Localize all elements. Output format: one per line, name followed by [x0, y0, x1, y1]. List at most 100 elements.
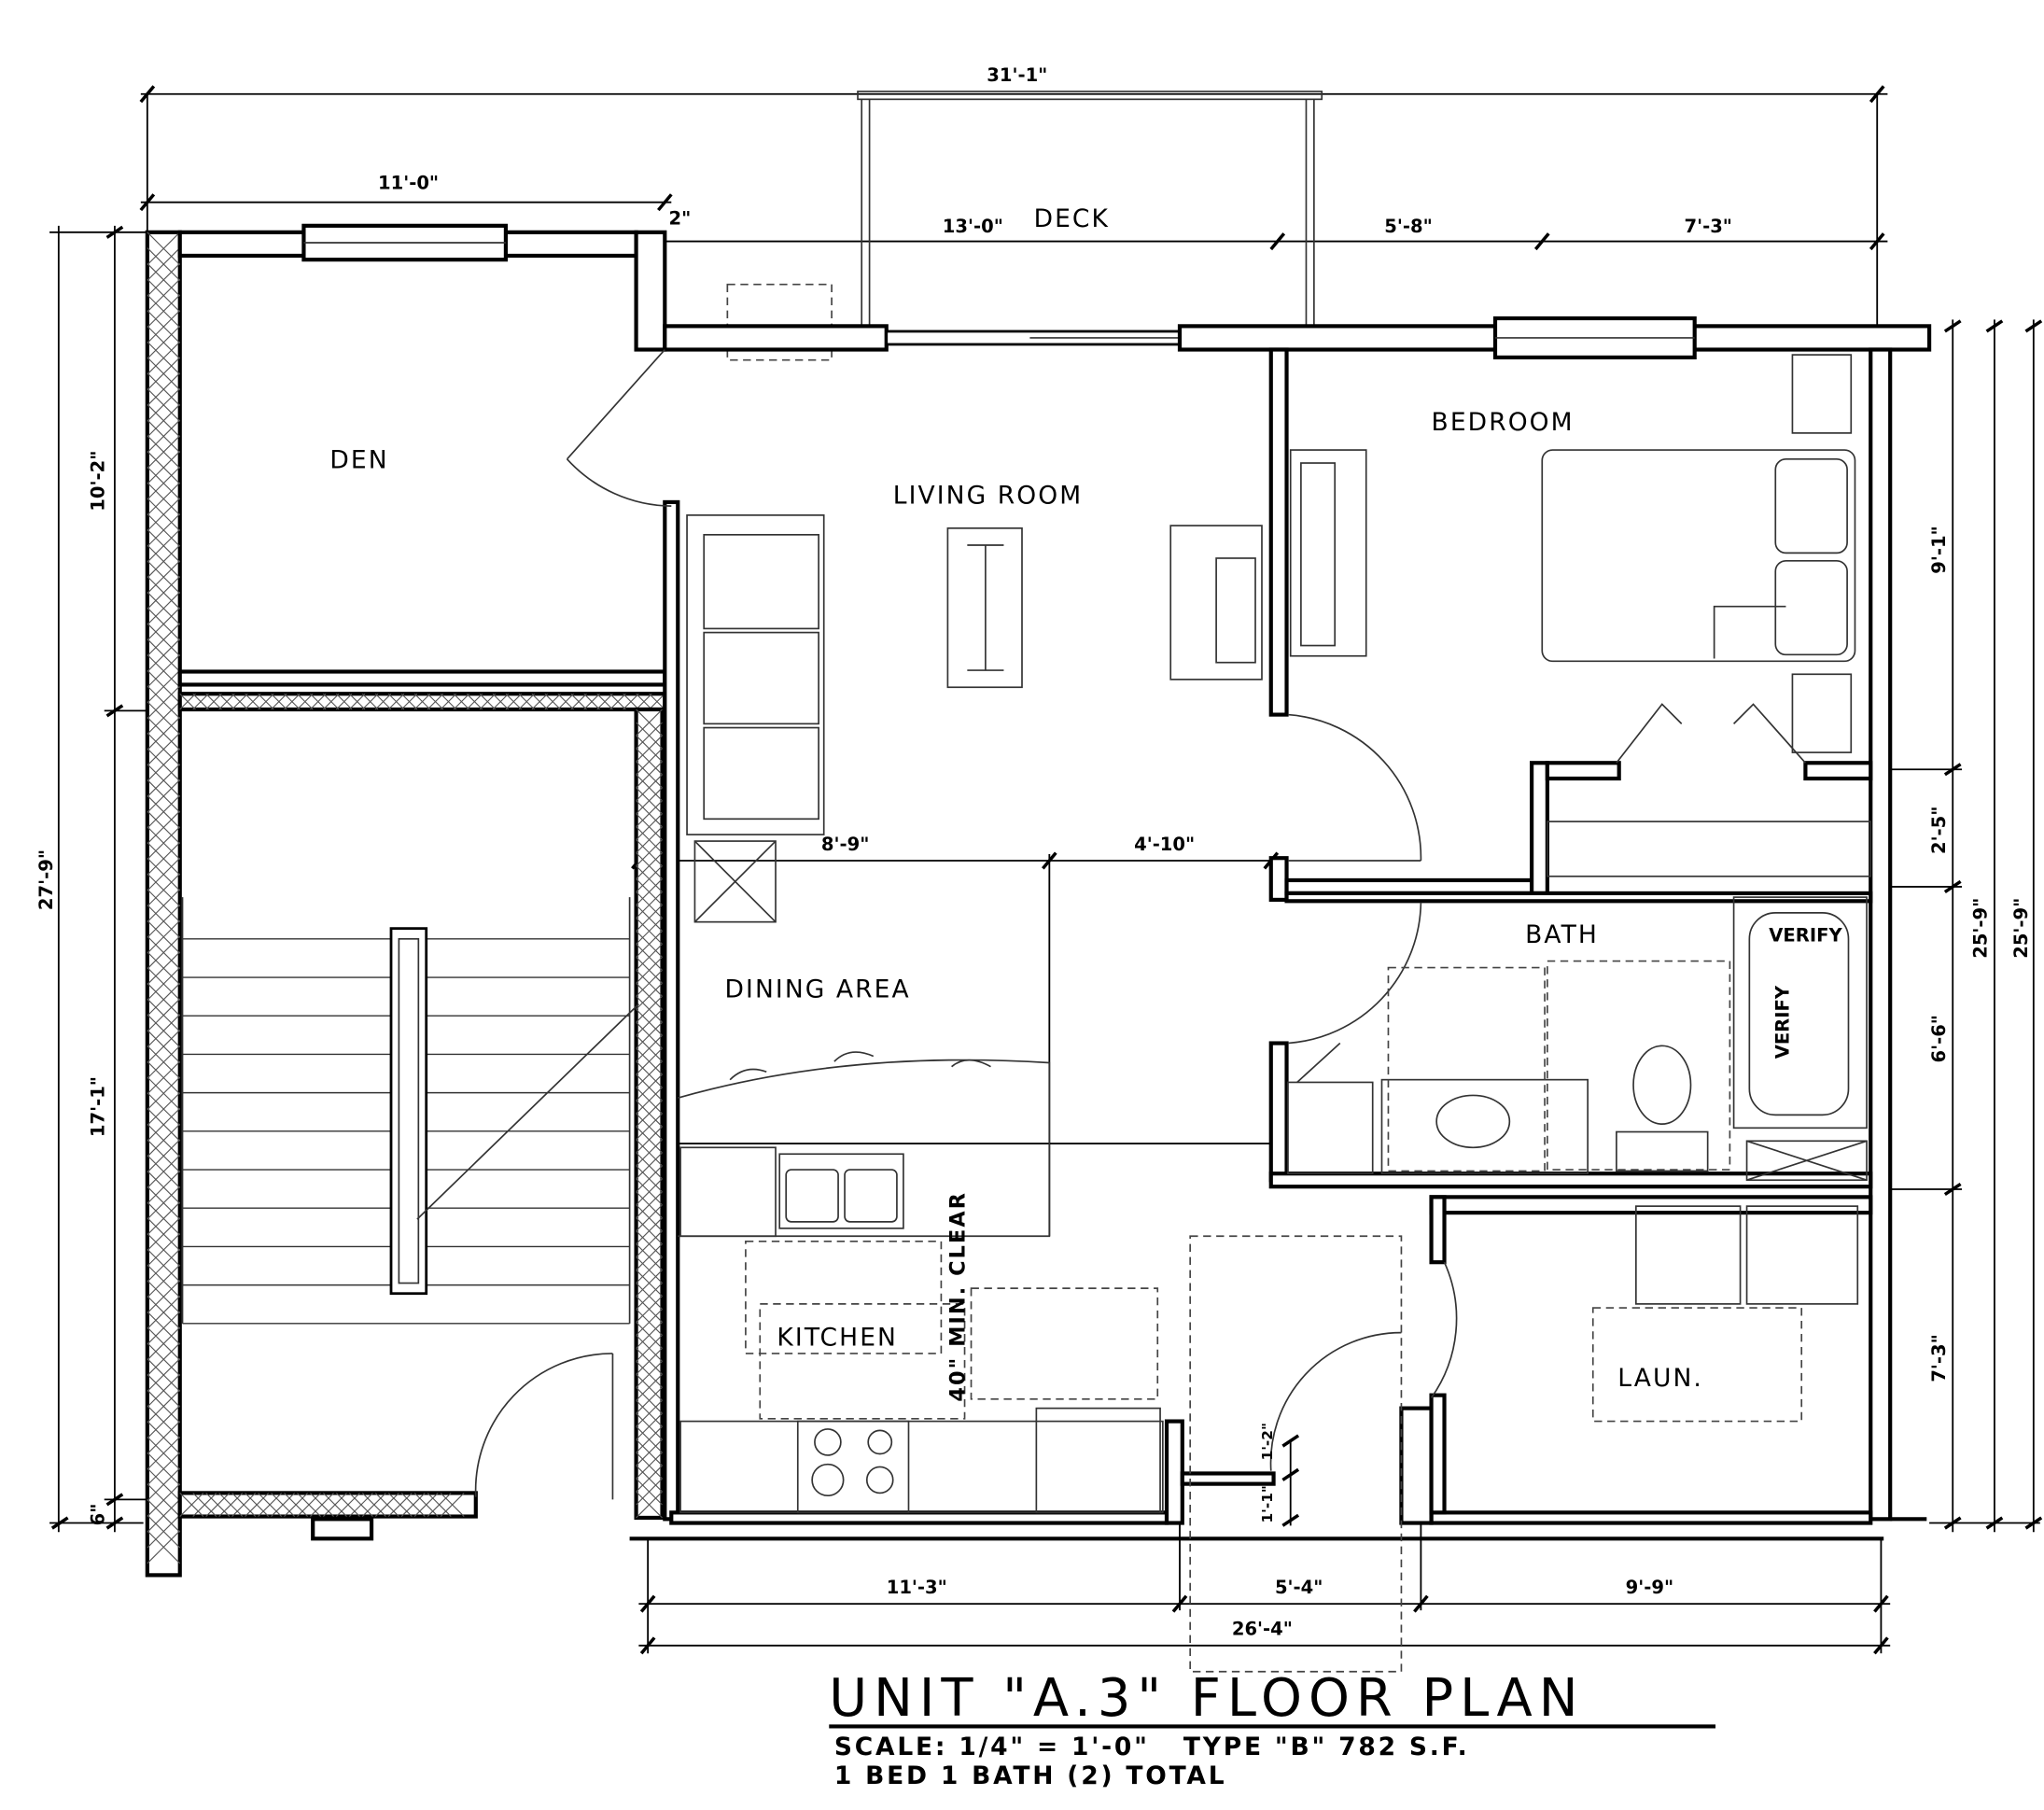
hatch-line: [147, 1264, 181, 1298]
hatch-line: [147, 826, 181, 861]
hatch-line: [544, 693, 561, 710]
dim-left-small: 6": [88, 1504, 109, 1526]
hatch-line: [636, 1478, 663, 1506]
hatch-line: [147, 810, 181, 845]
hatch-line: [147, 1045, 181, 1079]
dim-dining-width: 8'-9": [821, 834, 869, 855]
hatch-line: [322, 1493, 347, 1517]
hatched-wall: [145, 230, 182, 1578]
dim-left-overall: 27'-9": [35, 849, 57, 910]
deck: [726, 91, 1323, 361]
coffee-table: [946, 527, 1023, 689]
hatch-line: [636, 787, 663, 815]
nightstand: [1791, 354, 1853, 434]
dim-deck-to-bedroom: 5'-8": [1384, 216, 1432, 237]
hatch-line: [147, 889, 181, 923]
hatch-line: [245, 1493, 270, 1517]
hatch-line: [636, 1491, 663, 1519]
hatch-line: [147, 1139, 181, 1173]
hatch-line: [636, 1230, 663, 1257]
hatch-line: [583, 693, 600, 710]
hatch-line: [636, 1347, 663, 1375]
dimension-lines: [49, 85, 2043, 1655]
dim-deck-width: 13'-0": [943, 216, 1003, 237]
hatch-line: [147, 1342, 181, 1377]
hatch-line: [636, 1204, 663, 1232]
hatch-line: [147, 794, 181, 829]
hatch-line: [147, 591, 181, 625]
hatch-line: [231, 693, 248, 710]
hatch-line: [596, 693, 613, 710]
hatch-line: [636, 1438, 663, 1466]
hatch-line: [335, 693, 353, 710]
bar-stools: [729, 1051, 991, 1081]
hatch-line: [636, 748, 663, 776]
dim-right-laundry: 7'-3": [1928, 1334, 1950, 1382]
dim-den-width: 11'-0": [378, 173, 439, 194]
closet-shelf: [1547, 821, 1872, 877]
hatch-line: [636, 878, 663, 905]
dim-top-overall: 31'-1": [987, 64, 1047, 86]
hatch-line: [271, 1493, 296, 1517]
armchair: [1169, 525, 1263, 681]
hatch-line: [147, 1389, 181, 1424]
hatch-line: [147, 544, 181, 579]
hatch-line: [147, 748, 181, 782]
hatch-line: [147, 982, 181, 1017]
hatch-line: [147, 1326, 181, 1361]
bed: [1541, 449, 1856, 663]
hatch-line: [147, 1311, 181, 1345]
hatch-line: [636, 1113, 663, 1141]
hatch-line: [147, 294, 181, 329]
kitchen-sink: [778, 1153, 904, 1229]
hatch-line: [636, 1021, 663, 1049]
hatch-line: [147, 232, 181, 266]
hatch-line: [636, 1270, 663, 1297]
hatch-line: [147, 419, 181, 454]
room-label-den: DEN: [329, 446, 388, 475]
hatch-line: [147, 873, 181, 907]
hatch-line: [147, 967, 181, 1001]
dim-bottom-kitchen: 11'-3": [887, 1577, 947, 1598]
hatch-line: [636, 1126, 663, 1154]
dim-right-closet: 2'-5": [1928, 807, 1950, 854]
hatch-line: [636, 852, 663, 879]
hatch-line: [147, 528, 181, 563]
hatch-line: [147, 1092, 181, 1126]
hatch-line: [147, 1076, 181, 1111]
hatch-line: [636, 1373, 663, 1401]
hatch-line: [636, 1322, 663, 1349]
closet-bifold-doors: [1616, 703, 1807, 764]
hatch-line: [453, 693, 470, 710]
dim-bottom-laundry: 9'-9": [1626, 1577, 1673, 1598]
hatch-line: [147, 623, 181, 657]
hatch-line: [636, 761, 663, 789]
dim-entry-lower: 1'-1": [1259, 1485, 1276, 1522]
hatch-line: [636, 709, 663, 737]
hatch-line: [147, 341, 181, 375]
hatch-line: [147, 278, 181, 313]
hatch-line: [205, 693, 222, 710]
hatch-line: [623, 693, 639, 710]
hatch-line: [413, 693, 431, 710]
hatch-line: [427, 1493, 452, 1517]
hatch-line: [636, 1060, 663, 1088]
bath-door: [1287, 902, 1422, 1045]
hatch-line: [636, 800, 663, 828]
dim-bottom-entry: 5'-4": [1275, 1577, 1323, 1598]
furniture: [678, 354, 1872, 1673]
hatch-line: [335, 1493, 360, 1517]
hatch-line: [636, 1425, 663, 1453]
hatch-line: [147, 325, 181, 359]
hatch-line: [518, 693, 536, 710]
hatch-line: [147, 1436, 181, 1470]
hatch-line: [387, 693, 405, 710]
hatch-line: [147, 513, 181, 547]
hatch-line: [271, 693, 287, 710]
hatch-line: [147, 1514, 181, 1549]
hatch-line: [147, 951, 181, 986]
hatch-line: [636, 1139, 663, 1167]
room-label-deck: DECK: [1034, 204, 1110, 233]
hatch-line: [147, 669, 181, 704]
washer: [1635, 1205, 1742, 1305]
